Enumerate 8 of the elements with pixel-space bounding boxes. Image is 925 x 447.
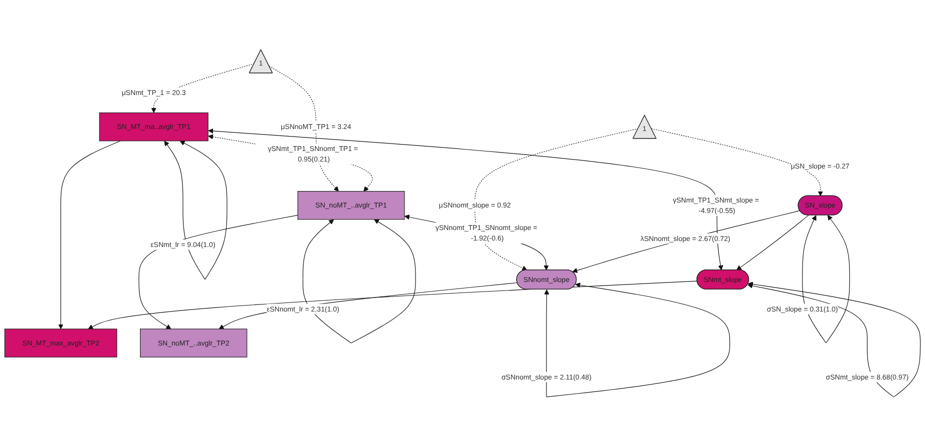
arrow — [572, 210, 800, 274]
arrow — [208, 128, 724, 270]
arrow — [208, 134, 373, 192]
arrow — [736, 215, 809, 270]
arrow — [651, 128, 823, 196]
arrow — [474, 128, 639, 270]
arrow — [58, 140, 121, 330]
arrow — [88, 280, 698, 330]
